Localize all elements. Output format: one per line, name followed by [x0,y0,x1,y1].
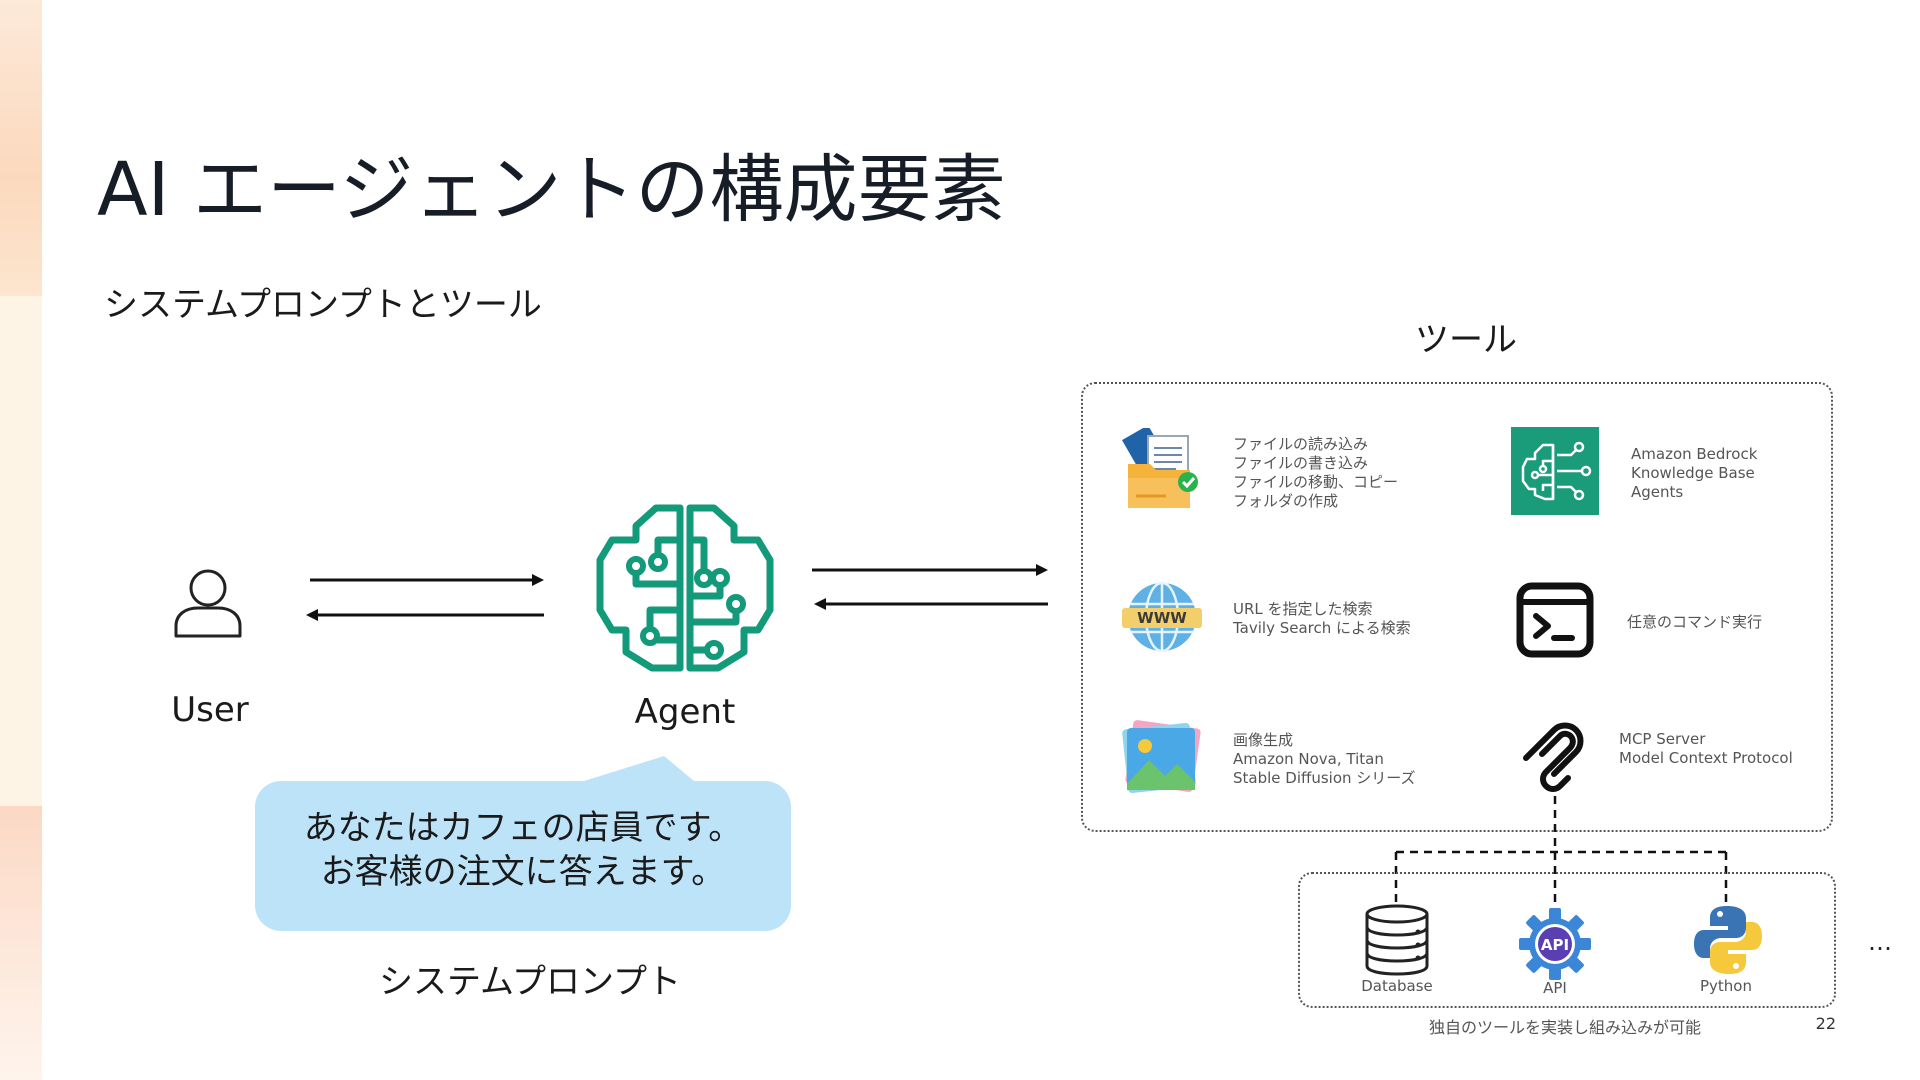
tool-image-gen-text: 画像生成 Amazon Nova, Titan Stable Diffusion… [1233,731,1416,788]
tool-bedrock-line: Knowledge Base [1631,464,1755,482]
svg-text:API: API [1541,936,1569,954]
api-gear-icon: API [1519,908,1591,980]
tool-mcp-line: Model Context Protocol [1619,749,1793,767]
tool-bedrock-text: Amazon Bedrock Knowledge Base Agents [1631,445,1757,502]
tool-file-line: ファイルの読み込み [1233,435,1369,453]
tool-image-gen-line: 画像生成 [1233,731,1294,749]
user-icon [174,569,242,638]
custom-tools-panel [1298,872,1836,1008]
side-decoration-top [0,0,42,296]
terminal-icon [1516,582,1594,658]
mcp-icon [1523,722,1584,792]
slide-subtitle: システムプロンプトとツール [104,285,542,325]
tool-bedrock-line: Agents [1631,483,1684,501]
tool-mcp-line: MCP Server [1619,730,1706,748]
bubble-pointer [568,756,700,786]
system-prompt-text: あなたはカフェの店員です。 お客様の注文に答えます。 [255,806,791,894]
mcp-connector-lines [1394,796,1728,904]
api-label: API [1543,979,1567,997]
user-label: User [171,690,249,730]
user-agent-arrows [306,574,544,621]
tool-image-gen-line: Amazon Nova, Titan [1233,750,1384,768]
more-ellipsis: … [1868,928,1892,956]
tool-bedrock-line: Amazon Bedrock [1631,445,1758,463]
tool-file-text: ファイルの読み込み ファイルの書き込み ファイルの移動、コピー フォルダの作成 [1233,435,1398,511]
side-decoration-middle [0,296,42,806]
tool-image-gen-line: Stable Diffusion シリーズ [1233,769,1416,787]
tool-file-line: ファイルの書き込み [1233,454,1369,472]
svg-text:WWW: WWW [1137,609,1187,627]
python-label: Python [1700,977,1752,995]
python-icon [1694,906,1762,974]
tool-file-line: ファイルの移動、コピー [1233,473,1399,491]
tools-panel [1081,382,1833,832]
system-prompt-bubble [255,781,791,931]
image-icon [1122,720,1201,793]
tool-web-search-line: Tavily Search による検索 [1233,619,1411,637]
tool-command-text: 任意のコマンド実行 [1627,613,1762,632]
tool-file-line: フォルダの作成 [1233,492,1339,510]
tool-web-search-text: URL を指定した検索 Tavily Search による検索 [1233,600,1411,638]
system-prompt-label: システムプロンプト [379,962,681,1002]
database-label: Database [1361,977,1433,995]
agent-tools-arrows [812,564,1048,610]
database-icon [1365,904,1429,976]
system-prompt-line-2: お客様の注文に答えます。 [320,852,726,892]
file-folder-icon [1122,428,1198,508]
www-globe-icon: WWW [1122,581,1202,653]
tool-command-line: 任意のコマンド実行 [1627,613,1763,631]
side-decoration-bottom [0,806,42,1080]
slide-title: AI エージェントの構成要素 [97,147,1006,233]
bedrock-brain-icon [1511,427,1599,515]
tools-heading: ツール [1415,320,1517,360]
tool-mcp-text: MCP Server Model Context Protocol [1619,730,1793,768]
tool-web-search-line: URL を指定した検索 [1233,600,1373,618]
agent-label: Agent [634,692,736,732]
page-number: 22 [1815,1014,1836,1033]
system-prompt-line-1: あなたはカフェの店員です。 [303,808,743,848]
agent-brain-icon [596,504,774,672]
custom-tools-caption: 独自のツールを実装し組み込みが可能 [1428,1018,1701,1037]
